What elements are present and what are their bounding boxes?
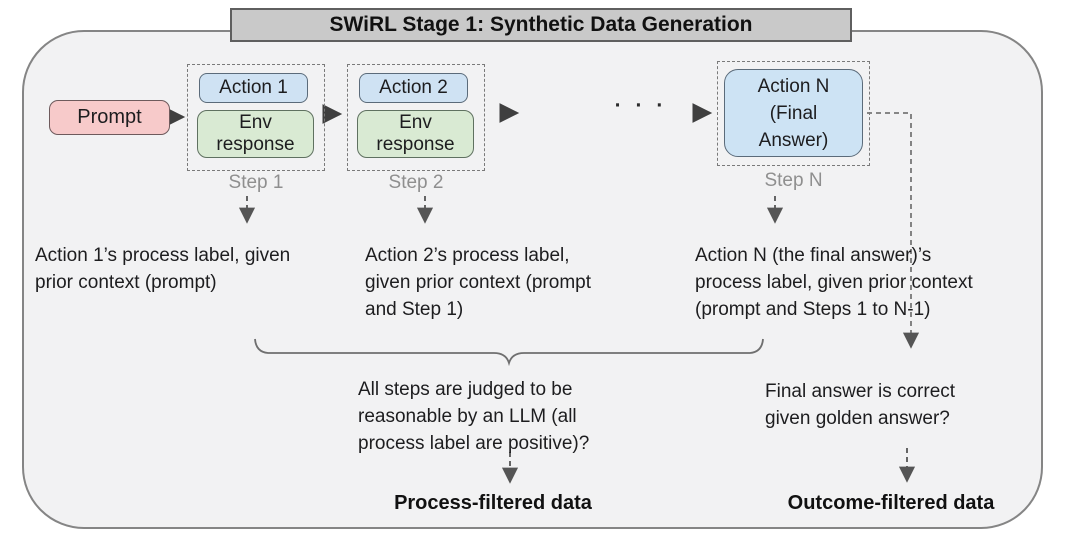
action-2-label: Action 2 (379, 77, 448, 98)
diagram-outer-container (22, 30, 1043, 529)
step-2-process-note: Action 2’s process label, given prior co… (365, 242, 665, 323)
action-n-line2: (Final (769, 102, 818, 124)
note-line: Action 2’s process label, (365, 245, 570, 266)
note-line: and Step 1) (365, 299, 464, 320)
process-filtered-data-label: Process-filtered data (394, 492, 592, 514)
curly-brace-icon (254, 338, 764, 367)
dashed-elbow-connector-icon (867, 112, 920, 349)
step-1-process-note: Action 1’s process label, given prior co… (35, 242, 355, 296)
prompt-label: Prompt (77, 106, 142, 128)
step-n-process-note: Action N (the final answer)’s process la… (695, 242, 1035, 323)
note-line: Action N (the final answer)’s (695, 245, 932, 266)
note-line: prior context (prompt) (35, 272, 217, 293)
note-line: Final answer is correct (765, 381, 956, 402)
note-line: process label are positive)? (358, 433, 590, 454)
action-n-line3: Answer) (758, 129, 829, 151)
outcome-filtered-data-label: Outcome-filtered data (787, 492, 995, 514)
action-1-label: Action 1 (219, 77, 288, 98)
action-1-box: Action 1 (199, 73, 308, 103)
step-1-group: Action 1 Env response (187, 64, 325, 171)
diagram-title: SWiRL Stage 1: Synthetic Data Generation (230, 8, 852, 42)
step-2-group: Action 2 Env response (347, 64, 485, 171)
env-response-2-line1: Env (399, 112, 432, 133)
env-response-2-box: Env response (357, 110, 474, 158)
note-line: All steps are judged to be (358, 379, 573, 400)
note-line: process label, given prior context (695, 272, 973, 293)
step-n-group: Action N (Final Answer) (717, 61, 870, 166)
note-line: (prompt and Steps 1 to N-1) (695, 299, 931, 320)
outcome-judge-question: Final answer is correct given golden ans… (765, 378, 1015, 432)
ellipsis-dots: · · · (614, 94, 668, 117)
note-line: given golden answer? (765, 408, 950, 429)
step-2-label: Step 2 (388, 172, 444, 193)
action-n-line1: Action N (757, 75, 830, 97)
env-response-1-box: Env response (197, 110, 314, 158)
note-line: given prior context (prompt (365, 272, 591, 293)
env-response-1-line2: response (216, 134, 295, 155)
step-n-label: Step N (764, 170, 823, 191)
prompt-box: Prompt (49, 100, 170, 135)
action-2-box: Action 2 (359, 73, 468, 103)
step-1-label: Step 1 (228, 172, 284, 193)
env-response-1-line1: Env (239, 112, 272, 133)
note-line: reasonable by an LLM (all (358, 406, 577, 427)
action-n-box: Action N (Final Answer) (724, 69, 863, 157)
process-judge-question: All steps are judged to be reasonable by… (358, 376, 618, 457)
env-response-2-line2: response (376, 134, 455, 155)
note-line: Action 1’s process label, given (35, 245, 291, 266)
